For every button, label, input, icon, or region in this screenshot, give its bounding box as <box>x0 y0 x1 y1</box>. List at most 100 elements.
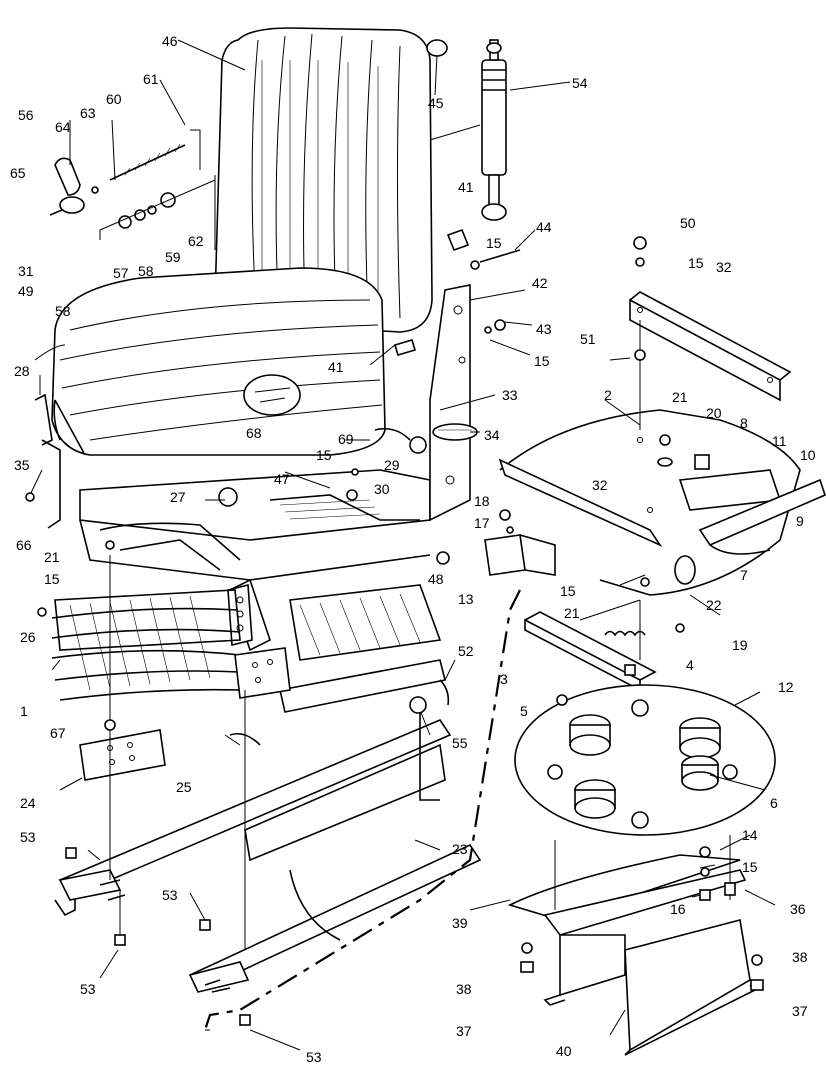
callout-21a: 21 <box>672 389 688 405</box>
callout-15g: 15 <box>742 859 758 875</box>
callout-15b: 15 <box>688 255 704 271</box>
callout-59: 59 <box>165 249 181 265</box>
callout-45: 45 <box>428 95 444 111</box>
callout-2: 2 <box>604 387 612 403</box>
callout-47: 47 <box>274 471 290 487</box>
callout-32b: 32 <box>592 477 608 493</box>
callout-43: 43 <box>536 321 552 337</box>
callout-34: 34 <box>484 427 500 443</box>
callout-42: 42 <box>532 275 548 291</box>
callout-30: 30 <box>374 481 390 497</box>
callout-9: 9 <box>796 513 804 529</box>
seat-frame <box>79 469 431 652</box>
callout-15f: 15 <box>560 583 576 599</box>
callout-49: 49 <box>18 283 34 299</box>
callout-20: 20 <box>706 405 722 421</box>
callout-18: 18 <box>474 493 490 509</box>
callout-5: 5 <box>520 703 528 719</box>
swivel-plate <box>514 684 776 836</box>
callout-15d: 15 <box>316 447 332 463</box>
callout-38b: 38 <box>792 949 808 965</box>
callout-8: 8 <box>740 415 748 431</box>
callout-53b: 53 <box>162 887 178 903</box>
callout-58a: 58 <box>138 263 154 279</box>
callout-68: 68 <box>246 425 262 441</box>
callout-55: 55 <box>452 735 468 751</box>
callout-44: 44 <box>536 219 552 235</box>
callout-21c: 21 <box>564 605 580 621</box>
callout-24: 24 <box>20 795 36 811</box>
callout-1: 1 <box>20 703 28 719</box>
callout-54: 54 <box>572 75 588 91</box>
callout-19: 19 <box>732 637 748 653</box>
callout-35: 35 <box>14 457 30 473</box>
callout-17: 17 <box>474 515 490 531</box>
callout-33: 33 <box>502 387 518 403</box>
callout-29: 29 <box>384 457 400 473</box>
callout-50: 50 <box>680 215 696 231</box>
callout-64: 64 <box>55 119 71 135</box>
callout-57: 57 <box>113 265 129 281</box>
callout-61: 61 <box>143 71 159 87</box>
callout-66: 66 <box>16 537 32 553</box>
callout-23: 23 <box>452 841 468 857</box>
callout-14: 14 <box>742 827 758 843</box>
callout-63: 63 <box>80 105 96 121</box>
callout-46: 46 <box>162 33 178 49</box>
callout-6: 6 <box>770 795 778 811</box>
plate-24 <box>79 729 166 781</box>
callout-60: 60 <box>106 91 122 107</box>
callout-37b: 37 <box>792 1003 808 1019</box>
callout-37a: 37 <box>456 1023 472 1039</box>
callout-53c: 53 <box>80 981 96 997</box>
callout-10: 10 <box>800 447 816 463</box>
shock-absorber <box>481 39 507 221</box>
callout-25: 25 <box>176 779 192 795</box>
spring-4 <box>604 630 646 637</box>
plate-upper <box>234 647 291 699</box>
callout-26: 26 <box>20 629 36 645</box>
callout-21b: 21 <box>44 549 60 565</box>
mounting-plate <box>498 409 826 596</box>
seat-cushion <box>51 267 386 456</box>
callout-51: 51 <box>580 331 596 347</box>
callout-40: 40 <box>556 1043 572 1059</box>
callout-15a: 15 <box>486 235 502 251</box>
callout-53d: 53 <box>306 1049 322 1065</box>
callout-65: 65 <box>10 165 26 181</box>
callout-31: 31 <box>18 263 34 279</box>
callout-22: 22 <box>706 597 722 613</box>
callout-38a: 38 <box>456 981 472 997</box>
callout-41b: 41 <box>328 359 344 375</box>
callout-36: 36 <box>790 901 806 917</box>
callout-53a: 53 <box>20 829 36 845</box>
lever-assembly <box>49 129 216 250</box>
callout-labels: 46 45 54 56 64 63 60 61 65 62 59 57 58 5… <box>10 33 816 1065</box>
callout-58b: 58 <box>55 303 71 319</box>
callout-15e: 15 <box>44 571 60 587</box>
callout-27: 27 <box>170 489 186 505</box>
side-bracket <box>429 284 478 522</box>
callout-32a: 32 <box>716 259 732 275</box>
hardware <box>25 39 764 1026</box>
callout-41a: 41 <box>458 179 474 195</box>
bracket-3 <box>524 611 657 692</box>
callout-28: 28 <box>14 363 30 379</box>
callout-48: 48 <box>428 571 444 587</box>
callout-7: 7 <box>740 567 748 583</box>
base-bracket <box>507 854 757 1056</box>
callout-62: 62 <box>188 233 204 249</box>
callout-52: 52 <box>458 643 474 659</box>
callout-13: 13 <box>458 591 474 607</box>
seat-slide-rails <box>54 719 482 993</box>
callout-3: 3 <box>500 671 508 687</box>
callout-4: 4 <box>686 657 694 673</box>
bracket-13 <box>484 534 556 576</box>
callout-11: 11 <box>772 433 787 449</box>
callout-39: 39 <box>452 915 468 931</box>
callout-69: 69 <box>338 431 354 447</box>
callout-56: 56 <box>18 107 34 123</box>
callout-12: 12 <box>778 679 794 695</box>
bracket-32-top <box>629 291 792 402</box>
